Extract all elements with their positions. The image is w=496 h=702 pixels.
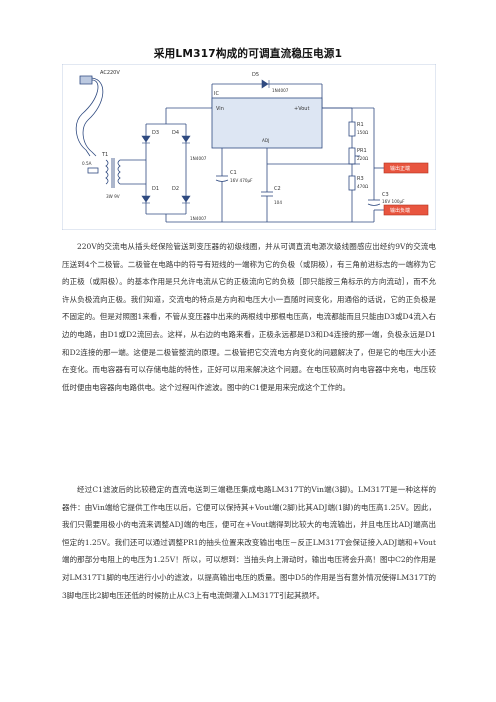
label-d2-part: 1N4007 xyxy=(190,216,207,221)
output-positive-terminal xyxy=(383,162,429,174)
label-r1-value: 150Ω xyxy=(357,130,369,135)
label-pr1: PR1 xyxy=(357,148,367,154)
label-secondary: 3W 9V xyxy=(106,194,120,199)
label-d5-part: 1N4007 xyxy=(272,88,289,93)
label-output-positive: 输出正端 xyxy=(390,165,410,172)
label-d3: D3 xyxy=(152,130,159,136)
label-vin: Vin xyxy=(216,106,224,112)
label-c3: C3 xyxy=(382,192,389,198)
label-c2: C2 xyxy=(274,186,281,192)
label-c1-value: 16V 470μF xyxy=(230,178,253,183)
label-d5: D5 xyxy=(252,72,259,78)
fuse-icon xyxy=(87,167,99,174)
label-r3: R3 xyxy=(357,176,364,182)
label-d1: D1 xyxy=(152,186,159,192)
d4-diode-icon xyxy=(181,135,191,143)
label-c2-value: 104 xyxy=(274,200,282,205)
label-fuse: 0.5A xyxy=(82,161,92,166)
circuit-schematic: AC220V T1 0.5A 3W 9V D3 D4 D1 D2 1N4007 … xyxy=(62,64,436,230)
ac-cord xyxy=(75,79,99,157)
label-r1: R1 xyxy=(357,122,364,128)
ic-lm317-box xyxy=(211,97,323,149)
label-d2: D2 xyxy=(172,186,179,192)
label-d4: D4 xyxy=(172,130,179,136)
d3-diode-icon xyxy=(141,135,151,143)
label-d4-part: 1N4007 xyxy=(190,156,207,161)
schematic-svg: AC220V T1 0.5A 3W 9V D3 D4 D1 D2 1N4007 … xyxy=(62,64,436,230)
label-adj: ADJ xyxy=(262,138,269,143)
label-t1: T1 xyxy=(101,152,108,158)
ac-cord-2 xyxy=(82,77,104,157)
transformer-secondary xyxy=(117,159,121,185)
label-pr1-value: 220Ω xyxy=(357,156,369,161)
label-output-negative: 输出负端 xyxy=(390,207,410,214)
ac-plug-icon xyxy=(79,75,93,85)
transformer-primary xyxy=(105,159,109,185)
page-title: 采用LM317构成的可调直流稳压电源1 xyxy=(153,48,343,60)
d1-diode-icon xyxy=(141,195,151,203)
output-negative-terminal xyxy=(383,204,429,216)
label-r3-value: 470Ω xyxy=(357,184,369,189)
label-c3-value: 16V 100μF xyxy=(382,199,405,204)
d2-diode-icon xyxy=(181,195,191,203)
label-ac-input: AC220V xyxy=(100,70,120,76)
d5-diode-icon xyxy=(261,79,269,89)
label-ic: IC xyxy=(214,91,219,97)
paragraph-regulator: 经过C1滤波后的比较稳定的直流电送到三端稳压集成电路LM317T的Vin端(3脚… xyxy=(62,485,436,600)
label-vout: +Vout xyxy=(294,106,309,112)
label-c1: C1 xyxy=(230,170,237,176)
paragraph-rectifier: 220V的交流电从插头经保险管送到变压器的初级线圈，并从可调直流电源次级线圈感应… xyxy=(62,242,436,392)
